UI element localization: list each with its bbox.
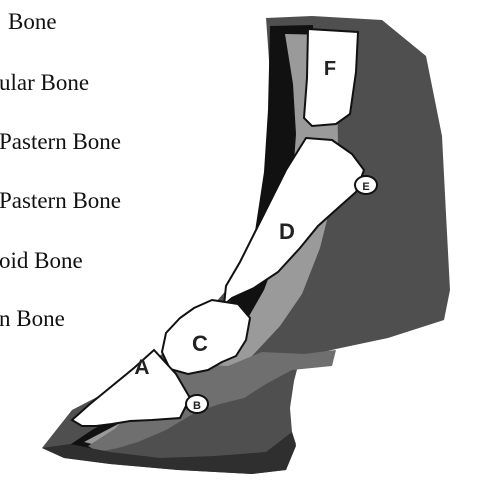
bone-label-a: A <box>134 356 149 379</box>
bone-label-e: E <box>362 181 369 193</box>
bone-label-f: F <box>324 58 336 80</box>
bone-label-c: C <box>192 331 208 356</box>
bone-label-b: B <box>193 400 201 412</box>
bone-label-d: D <box>279 219 295 244</box>
